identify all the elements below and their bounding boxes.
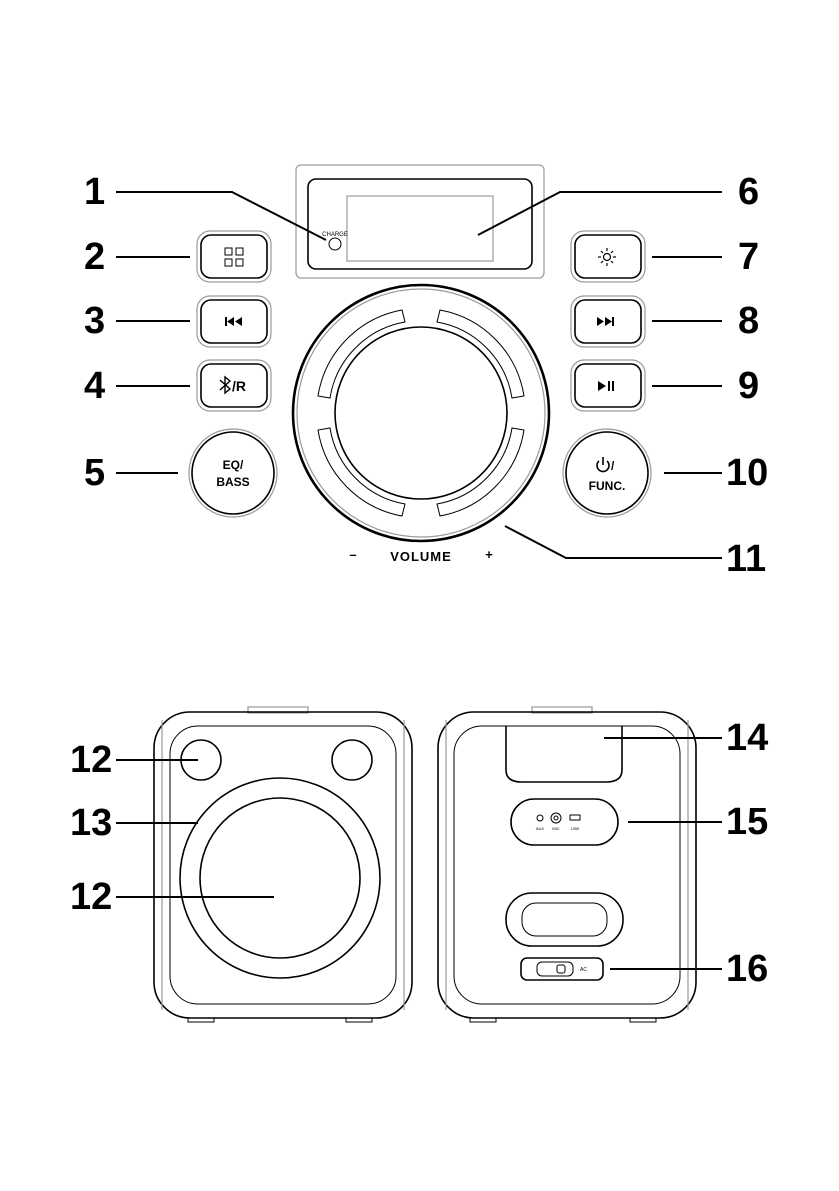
callout-4: 4: [84, 365, 105, 407]
callout-12-woofer: 12: [70, 876, 112, 918]
eq-label: EQ/: [223, 458, 244, 472]
callout-7: 7: [738, 236, 759, 278]
grid-button[interactable]: [197, 231, 271, 282]
callout-6: 6: [738, 171, 759, 213]
power-icon: [597, 457, 609, 471]
top-callouts: 1 2 3 4 5 6 7 8 9 10 11: [84, 171, 768, 580]
callout-5: 5: [84, 452, 105, 494]
callout-13: 13: [70, 802, 112, 844]
light-ring: [318, 310, 524, 516]
front-woofer: [200, 798, 360, 958]
callout-16: 16: [726, 948, 768, 990]
front-body: [154, 712, 412, 1018]
callout-15: 15: [726, 801, 768, 843]
bluetooth-button-suffix: /R: [232, 378, 246, 394]
input-port-panel: [511, 799, 618, 845]
ac-socket-panel: [521, 958, 603, 980]
previous-track-button[interactable]: [197, 296, 271, 347]
volume-plus: +: [485, 547, 493, 562]
front-light-ring: [180, 778, 380, 978]
mic-port-label: MIC: [552, 826, 559, 831]
aux-port-label: AUX: [536, 826, 545, 831]
bluetooth-icon: [220, 377, 230, 393]
carry-handle: [506, 726, 622, 782]
next-track-icon: [597, 317, 614, 326]
display-screen: [347, 196, 493, 261]
charge-label: CHARGE: [322, 232, 348, 238]
callout-12-radiator: 12: [70, 739, 112, 781]
ac-socket: [557, 965, 565, 973]
previous-track-icon: [225, 317, 242, 326]
func-label: FUNC.: [589, 479, 626, 493]
rear-body: [438, 712, 696, 1018]
front-view: [154, 707, 412, 1022]
aux-port: [537, 815, 543, 821]
callout-2: 2: [84, 236, 105, 278]
volume-minus: –: [349, 547, 356, 562]
rear-view: AUX MIC USB AC: [438, 707, 696, 1022]
callout-11: 11: [726, 538, 766, 580]
next-track-button[interactable]: [571, 296, 645, 347]
callout-14: 14: [726, 717, 768, 759]
volume-knob[interactable]: [293, 285, 549, 541]
usb-port: [570, 815, 580, 820]
play-pause-icon: [598, 381, 614, 391]
power-button-suffix: /: [611, 459, 615, 473]
control-panel: CHARGE /R: [189, 165, 651, 564]
bottom-callouts: 12 13 12 14 15 16: [70, 717, 768, 990]
usb-port-label: USB: [571, 826, 580, 831]
bluetooth-button[interactable]: /R: [197, 360, 271, 411]
play-pause-button[interactable]: [571, 360, 645, 411]
callout-8: 8: [738, 300, 759, 342]
charge-indicator: [329, 238, 341, 250]
callout-3: 3: [84, 300, 105, 342]
front-passive-radiator-right: [332, 740, 372, 780]
ac-label: AC: [580, 967, 587, 973]
eq-bass-button[interactable]: EQ/ BASS: [189, 429, 277, 517]
callout-10: 10: [726, 452, 768, 494]
volume-label: VOLUME: [390, 549, 452, 564]
light-icon: [598, 248, 616, 266]
light-button[interactable]: [571, 231, 645, 282]
callout-9: 9: [738, 365, 759, 407]
mic-port: [551, 813, 561, 823]
bass-label: BASS: [216, 475, 249, 489]
callout-1: 1: [84, 171, 105, 213]
power-func-button[interactable]: / FUNC.: [563, 429, 651, 517]
bass-port: [506, 893, 623, 946]
grid-icon: [225, 248, 243, 266]
